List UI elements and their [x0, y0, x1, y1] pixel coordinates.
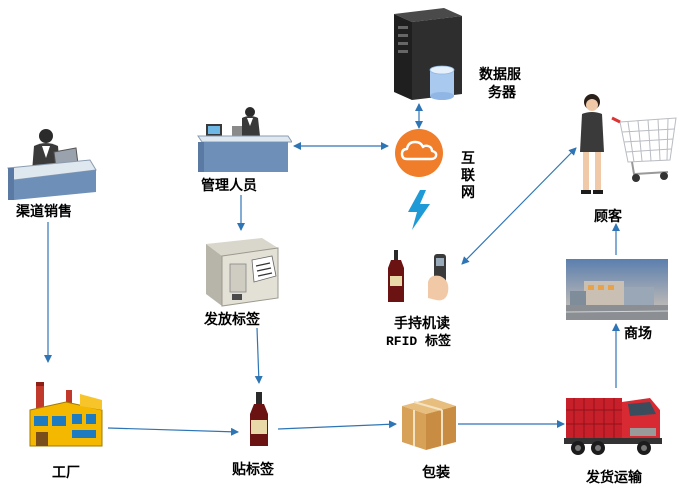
lightning-node [406, 190, 432, 230]
data-server-node [386, 6, 468, 102]
cloud-node [394, 128, 444, 178]
arrow-attach-to-package [277, 420, 397, 430]
label-server-line2: 务器 [488, 85, 516, 101]
wine-bottle-icon [250, 392, 268, 446]
tagged-bottle-node [248, 392, 270, 448]
label-server-line1: 数据服 [479, 67, 521, 83]
arrow-reader-customer [461, 147, 577, 265]
label-printer-node [202, 234, 280, 308]
mall-node [565, 259, 669, 320]
label-customer: 顾客 [594, 209, 622, 225]
label-shipping: 发货运输 [586, 470, 642, 486]
package-node [398, 394, 458, 452]
manager-desk-icon [197, 107, 293, 172]
arrow-issue-to-attach [254, 327, 263, 384]
label-internet-2: 联 [461, 168, 475, 184]
label-factory: 工厂 [52, 465, 80, 481]
label-internet-3: 网 [461, 185, 475, 201]
handheld-reader-node [388, 248, 458, 308]
cardboard-box-icon [402, 398, 456, 450]
label-packaging: 包装 [422, 465, 450, 481]
label-attach-tag: 贴标签 [232, 462, 274, 478]
customer-node [572, 92, 680, 198]
cloud-icon [395, 129, 443, 177]
handheld-reader-icon [388, 250, 449, 302]
label-printer-icon [206, 238, 279, 307]
factory-node [26, 380, 106, 450]
factory-icon [29, 382, 103, 447]
manager-node [196, 106, 293, 174]
label-reader-line1: 手持机读 [394, 316, 450, 332]
lightning-icon [408, 190, 430, 230]
arrow-factory-to-attach [107, 427, 239, 436]
label-reader-line2: RFID 标签 [386, 334, 452, 349]
label-mall: 商场 [624, 326, 652, 342]
truck-node [564, 388, 664, 458]
label-issue-tag: 发放标签 [204, 312, 260, 328]
server-tower-icon [394, 8, 462, 100]
label-manager: 管理人员 [201, 178, 257, 194]
label-channel-sales: 渠道销售 [16, 204, 72, 220]
shopper-with-cart-icon [580, 94, 677, 194]
office-worker-desk-icon [7, 129, 97, 200]
channel-sales-node [4, 124, 100, 200]
delivery-truck-icon [564, 398, 662, 455]
shopping-mall-icon [565, 259, 669, 320]
label-internet-1: 互 [461, 151, 475, 167]
